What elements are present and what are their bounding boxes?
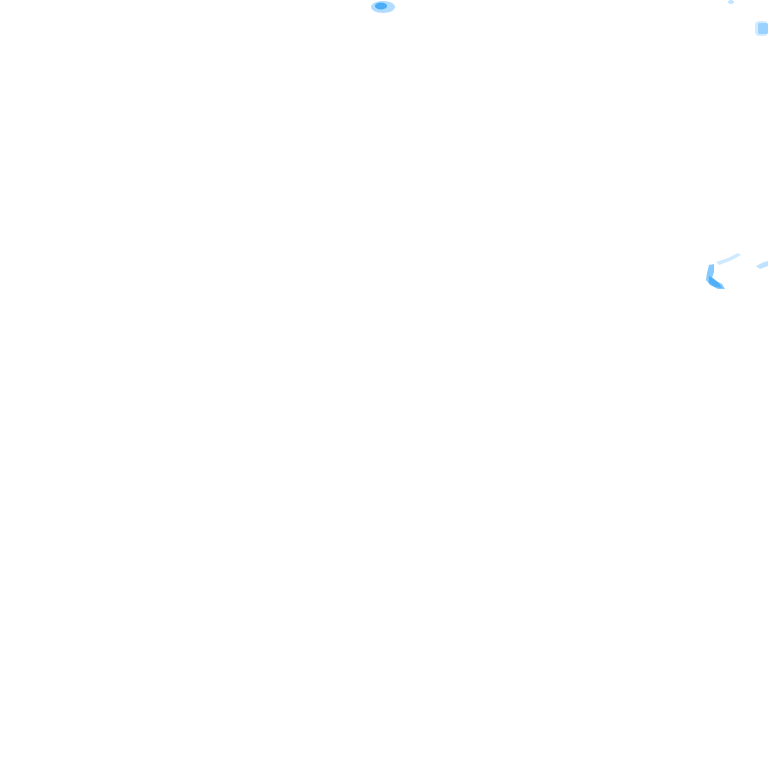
radar-streak-upper <box>716 253 741 265</box>
radar-speck-top-right <box>728 0 734 4</box>
radar-cell-top <box>371 1 395 13</box>
radar-streak-right <box>756 261 768 269</box>
radar-cell-top-core <box>375 2 387 10</box>
radar-cell-right-edge <box>755 21 768 36</box>
radar-cluster-hook-core <box>709 276 722 288</box>
radar-cluster-right-mid <box>706 253 768 289</box>
radar-cell-right-edge-halo <box>755 21 768 36</box>
